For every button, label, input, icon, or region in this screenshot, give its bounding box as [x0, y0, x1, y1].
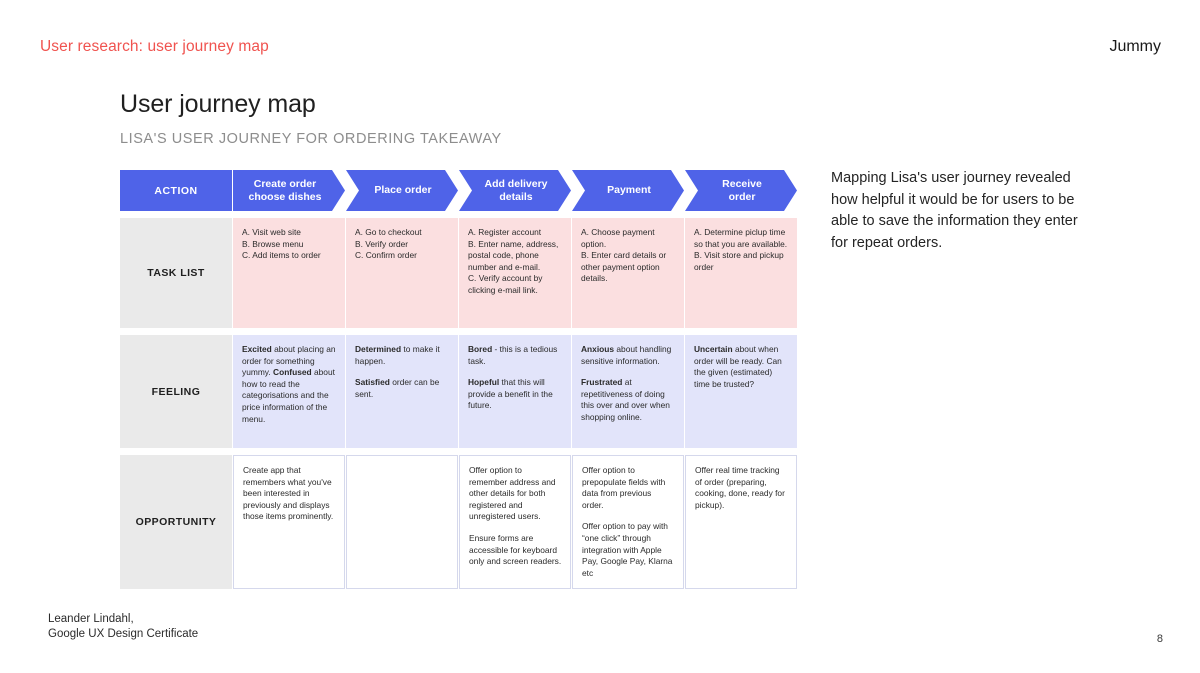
slide-section-label: User research: user journey map [40, 38, 269, 55]
stage-header-line2: order [728, 190, 756, 203]
journey-map-row-feeling: FEELING Excited about placing an order f… [120, 335, 797, 448]
task-list-cell-receive-order: A. Determine piclup time so that you are… [685, 218, 797, 328]
stage-header-place-order[interactable]: Place order [346, 170, 458, 211]
row-label-feeling: FEELING [120, 335, 232, 448]
stage-header-line1: Add delivery [484, 178, 548, 190]
stage-header-receive-order[interactable]: Receive order [685, 170, 797, 211]
page-number: 8 [1156, 633, 1163, 645]
opportunity-cell-payment: Offer option to prepopulate fields with … [572, 455, 684, 589]
stage-header-line2: details [499, 190, 533, 203]
feeling-cell-receive-order: Uncertain about when order will be ready… [685, 335, 797, 448]
user-journey-map: ACTION Create order choose dishes Place … [120, 170, 797, 589]
stage-header-payment[interactable]: Payment [572, 170, 684, 211]
row-label-task-list: TASK LIST [120, 218, 232, 328]
opportunity-cell-create-order: Create app that remembers what you've be… [233, 455, 345, 589]
header-cell-action: ACTION [120, 170, 232, 211]
stage-header-line2: choose dishes [248, 190, 322, 203]
opportunity-cell-place-order [346, 455, 458, 589]
opportunity-cell-add-delivery-details: Offer option to remember address and oth… [459, 455, 571, 589]
journey-map-header-row: ACTION Create order choose dishes Place … [120, 170, 793, 211]
footer-credit-program: Google UX Design Certificate [48, 628, 199, 640]
feeling-cell-payment: Anxious about handling sensitive informa… [572, 335, 684, 448]
page-title: User journey map [120, 90, 316, 118]
feeling-cell-create-order: Excited about placing an order for somet… [233, 335, 345, 448]
row-spacer [120, 211, 793, 218]
stage-header-line1: Receive [722, 178, 762, 190]
header-action-label: ACTION [120, 170, 232, 211]
journey-map-row-opportunity: OPPORTUNITY Create app that remembers wh… [120, 455, 797, 589]
row-spacer [120, 448, 793, 455]
feeling-cell-add-delivery-details: Bored - this is a tedious task.Hopeful t… [459, 335, 571, 448]
footer-credit: Leander Lindahl, Google UX Design Certif… [48, 612, 198, 642]
page-subtitle: LISA'S USER JOURNEY FOR ORDERING TAKEAWA… [120, 131, 502, 147]
footer-credit-author: Leander Lindahl, [48, 613, 134, 625]
stage-header-line1: Payment [607, 184, 651, 197]
feeling-cell-place-order: Determined to make it happen.Satisfied o… [346, 335, 458, 448]
stage-header-create-order[interactable]: Create order choose dishes [233, 170, 345, 211]
stage-header-add-delivery-details[interactable]: Add delivery details [459, 170, 571, 211]
stage-header-line1: Create order [253, 178, 317, 190]
stage-header-line1: Place order [374, 184, 432, 197]
row-label-opportunity: OPPORTUNITY [120, 455, 232, 589]
task-list-cell-payment: A. Choose payment option.B. Enter card d… [572, 218, 684, 328]
row-spacer [120, 328, 793, 335]
insight-commentary: Mapping Lisa's user journey revealed how… [831, 170, 1078, 251]
opportunity-cell-receive-order: Offer real time tracking of order (prepa… [685, 455, 797, 589]
brand-name: Jummy [1109, 38, 1161, 55]
